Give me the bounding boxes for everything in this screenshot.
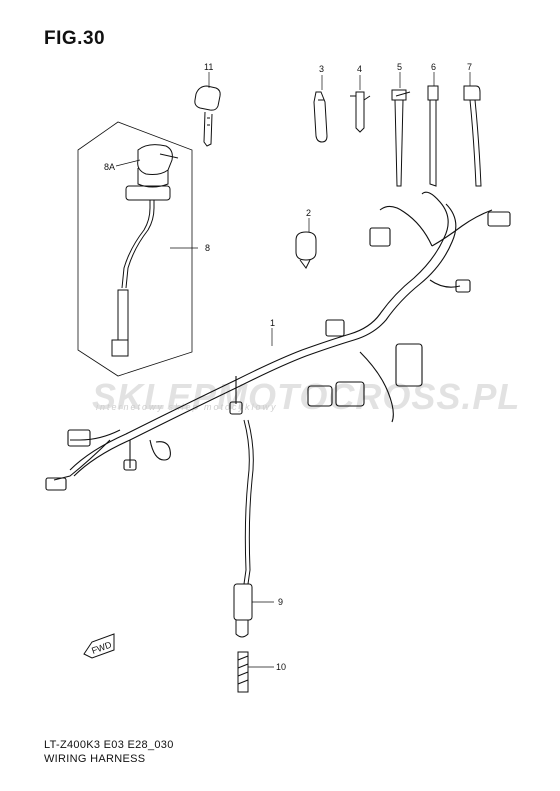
part-1-wiring-harness[interactable] bbox=[45, 191, 511, 491]
callout-5: 5 bbox=[397, 62, 402, 72]
part-8-ignition-switch[interactable] bbox=[77, 121, 193, 377]
part-6-cable-tie[interactable] bbox=[427, 85, 439, 187]
callout-4: 4 bbox=[357, 64, 362, 74]
part-4-clip[interactable] bbox=[350, 91, 371, 133]
watermark-subtext: internetowy sklep motocyklowy bbox=[96, 402, 278, 412]
callout-1: 1 bbox=[270, 318, 275, 328]
callout-7: 7 bbox=[467, 62, 472, 72]
callout-3: 3 bbox=[319, 64, 324, 74]
fwd-arrow-icon: FWD bbox=[83, 633, 115, 659]
callout-leaders bbox=[115, 72, 471, 668]
callout-2: 2 bbox=[306, 208, 311, 218]
callout-9: 9 bbox=[278, 597, 283, 607]
callout-6: 6 bbox=[431, 62, 436, 72]
callout-8: 8 bbox=[205, 243, 210, 253]
callout-8a: 8A bbox=[104, 162, 115, 172]
part-7-cable-tie[interactable] bbox=[463, 85, 482, 187]
model-code: LT-Z400K3 E03 E28_030 bbox=[44, 739, 174, 751]
diagram-caption: WIRING HARNESS bbox=[44, 753, 146, 765]
part-2-clamp[interactable] bbox=[295, 231, 317, 269]
part-3-clamp[interactable] bbox=[313, 91, 328, 143]
callout-11: 11 bbox=[204, 62, 213, 72]
part-5-cable-tie[interactable] bbox=[391, 89, 411, 187]
part-11-key[interactable] bbox=[194, 85, 221, 147]
figure-label: FIG.30 bbox=[44, 28, 106, 49]
callout-10: 10 bbox=[276, 662, 286, 672]
part-10-sleeve[interactable] bbox=[237, 651, 249, 693]
watermark-text: SKLEPMOTOCROSS.PL bbox=[92, 376, 521, 417]
part-9-sensor[interactable] bbox=[233, 419, 254, 638]
